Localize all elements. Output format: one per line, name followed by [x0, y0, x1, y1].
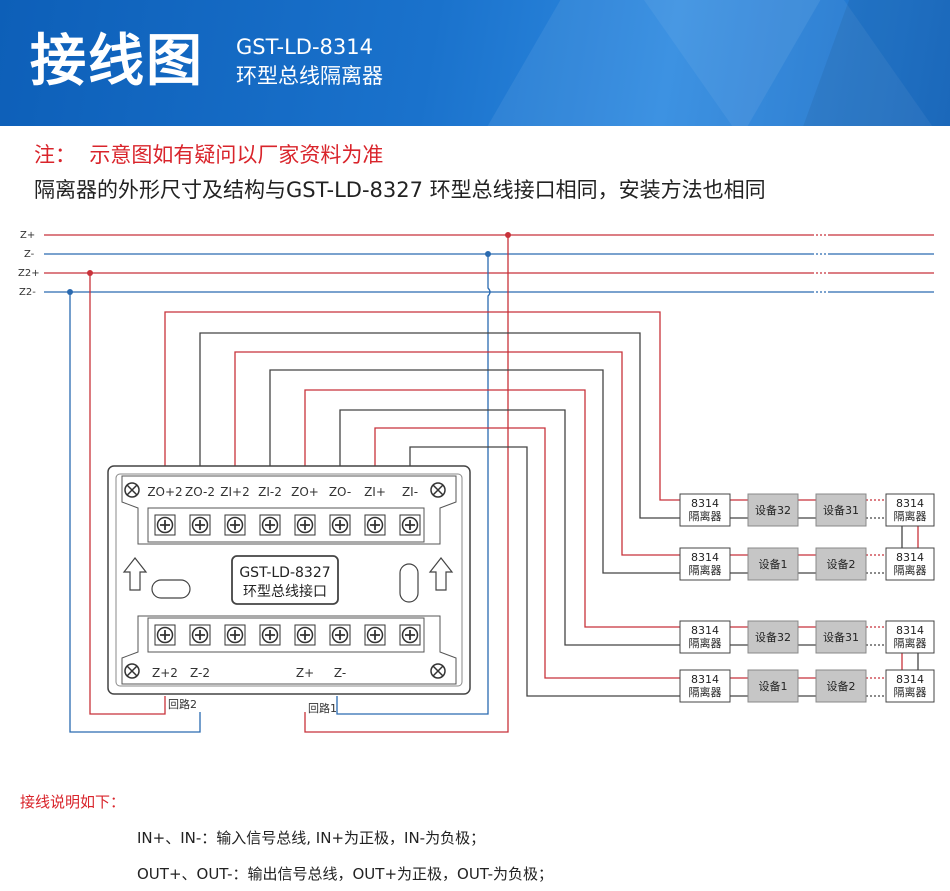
terminal-label: Z+2 [152, 666, 178, 680]
device-chains: 8314 隔离器 设备32 设备31 8314 隔离器 8314 隔离器 设备1… [679, 493, 935, 703]
up-arrow-icon [122, 557, 148, 591]
screw-icon [124, 663, 140, 679]
screw-icon [430, 482, 446, 498]
isolator-label: 隔离器 [689, 636, 722, 650]
model-label-line1: GST-LD-8327 [239, 565, 330, 581]
model-label-line2: 环型总线接口 [243, 583, 327, 600]
device-label: 设备1 [759, 557, 788, 571]
terminal-screw-icon [224, 514, 246, 536]
bus-lines: Z+ Z- Z2+ Z2- [18, 230, 934, 298]
terminal-screw-icon [294, 624, 316, 646]
loop-wires [164, 311, 680, 697]
terminal-screw-icon [259, 624, 281, 646]
terminal-label: ZO+ [291, 485, 319, 499]
isolator-label: 8314 [691, 551, 719, 564]
terminal-screw-icon [329, 514, 351, 536]
description-text: 隔离器的外形尺寸及结构与GST-LD-8327 环型总线接口相同，安装方法也相同 [34, 178, 766, 202]
bus-label: Z+ [20, 230, 35, 241]
terminal-screw-icon [329, 624, 351, 646]
isolator-label: 隔离器 [894, 509, 927, 523]
terminal-screw-icon [364, 624, 386, 646]
isolator-label: 隔离器 [689, 563, 722, 577]
terminal-label: ZO-2 [185, 485, 215, 499]
model-label: GST-LD-8327 环型总线接口 [231, 555, 339, 605]
bus-label: Z- [24, 249, 35, 260]
loop2-label: 回路2 [168, 698, 197, 711]
isolator-label: 8314 [896, 673, 924, 686]
isolator-label: 8314 [691, 673, 719, 686]
device-label: 设备32 [755, 503, 791, 517]
terminal-screw-icon [189, 624, 211, 646]
product-model: GST-LD-8314 [236, 35, 373, 59]
terminal-screw-icon [364, 514, 386, 536]
device-label: 设备31 [823, 503, 859, 517]
terminal-screw-icon [154, 624, 176, 646]
device-label: 设备2 [827, 557, 856, 571]
terminal-label: Z+ [296, 666, 314, 680]
terminal-screw-icon [399, 514, 421, 536]
terminal-screw-icon [399, 624, 421, 646]
loop-drop-wires [67, 232, 511, 733]
terminal-label: ZI+ [364, 485, 386, 499]
isolator-label: 8314 [691, 497, 719, 510]
device-label: 设备32 [755, 630, 791, 644]
terminal-screw-icon [154, 514, 176, 536]
explanation-title: 接线说明如下： [20, 793, 126, 811]
mounting-slot [151, 579, 191, 599]
terminal-label: Z-2 [190, 666, 210, 680]
isolator-label: 8314 [896, 497, 924, 510]
screw-icon [124, 482, 140, 498]
product-name: 环型总线隔离器 [236, 64, 383, 88]
terminal-screw-icon [294, 514, 316, 536]
note-text: 注： 示意图如有疑问以厂家资料为准 [34, 143, 384, 167]
isolator-label: 8314 [896, 624, 924, 637]
module-arrows [122, 557, 454, 603]
terminal-label: ZO+2 [147, 485, 182, 499]
device-label: 设备31 [823, 630, 859, 644]
terminal-screw-icon [189, 514, 211, 536]
top-terminal-labels: ZO+2 ZO-2 ZI+2 ZI-2 ZO+ ZO- ZI+ ZI- [147, 485, 418, 499]
isolator-label: 隔离器 [894, 563, 927, 577]
up-arrow-icon [428, 557, 454, 591]
bus-label: Z2+ [18, 268, 40, 279]
terminal-label: ZI+2 [220, 485, 249, 499]
top-terminal-screws [154, 514, 421, 536]
terminal-label: Z- [334, 666, 346, 680]
mounting-slot [399, 563, 419, 603]
terminal-screw-icon [224, 624, 246, 646]
explanation-line: OUT+、OUT-：输出信号总线，OUT+为正极，OUT-为负极； [137, 865, 554, 883]
screw-icon [430, 663, 446, 679]
isolator-label: 隔离器 [689, 509, 722, 523]
bus-label: Z2- [19, 287, 36, 298]
header-banner: 接线图 GST-LD-8314 环型总线隔离器 [0, 0, 950, 126]
isolator-label: 8314 [896, 551, 924, 564]
isolator-label: 隔离器 [894, 685, 927, 699]
terminal-screw-icon [259, 514, 281, 536]
bottom-terminal-labels: Z+2 Z-2 Z+ Z- [152, 666, 346, 680]
device-label: 设备1 [759, 679, 788, 693]
bottom-terminal-screws [154, 624, 421, 646]
isolator-label: 8314 [691, 624, 719, 637]
mounting-screws [124, 482, 446, 679]
device-label: 设备2 [827, 679, 856, 693]
explanation-line: IN+、IN-：输入信号总线, IN+为正极，IN-为负极； [137, 829, 486, 847]
isolator-label: 隔离器 [689, 685, 722, 699]
terminal-label: ZO- [329, 485, 351, 499]
page-title: 接线图 [30, 29, 204, 94]
isolator-label: 隔离器 [894, 636, 927, 650]
terminal-label: ZI-2 [258, 485, 282, 499]
terminal-label: ZI- [402, 485, 418, 499]
loop1-label: 回路1 [308, 702, 337, 715]
